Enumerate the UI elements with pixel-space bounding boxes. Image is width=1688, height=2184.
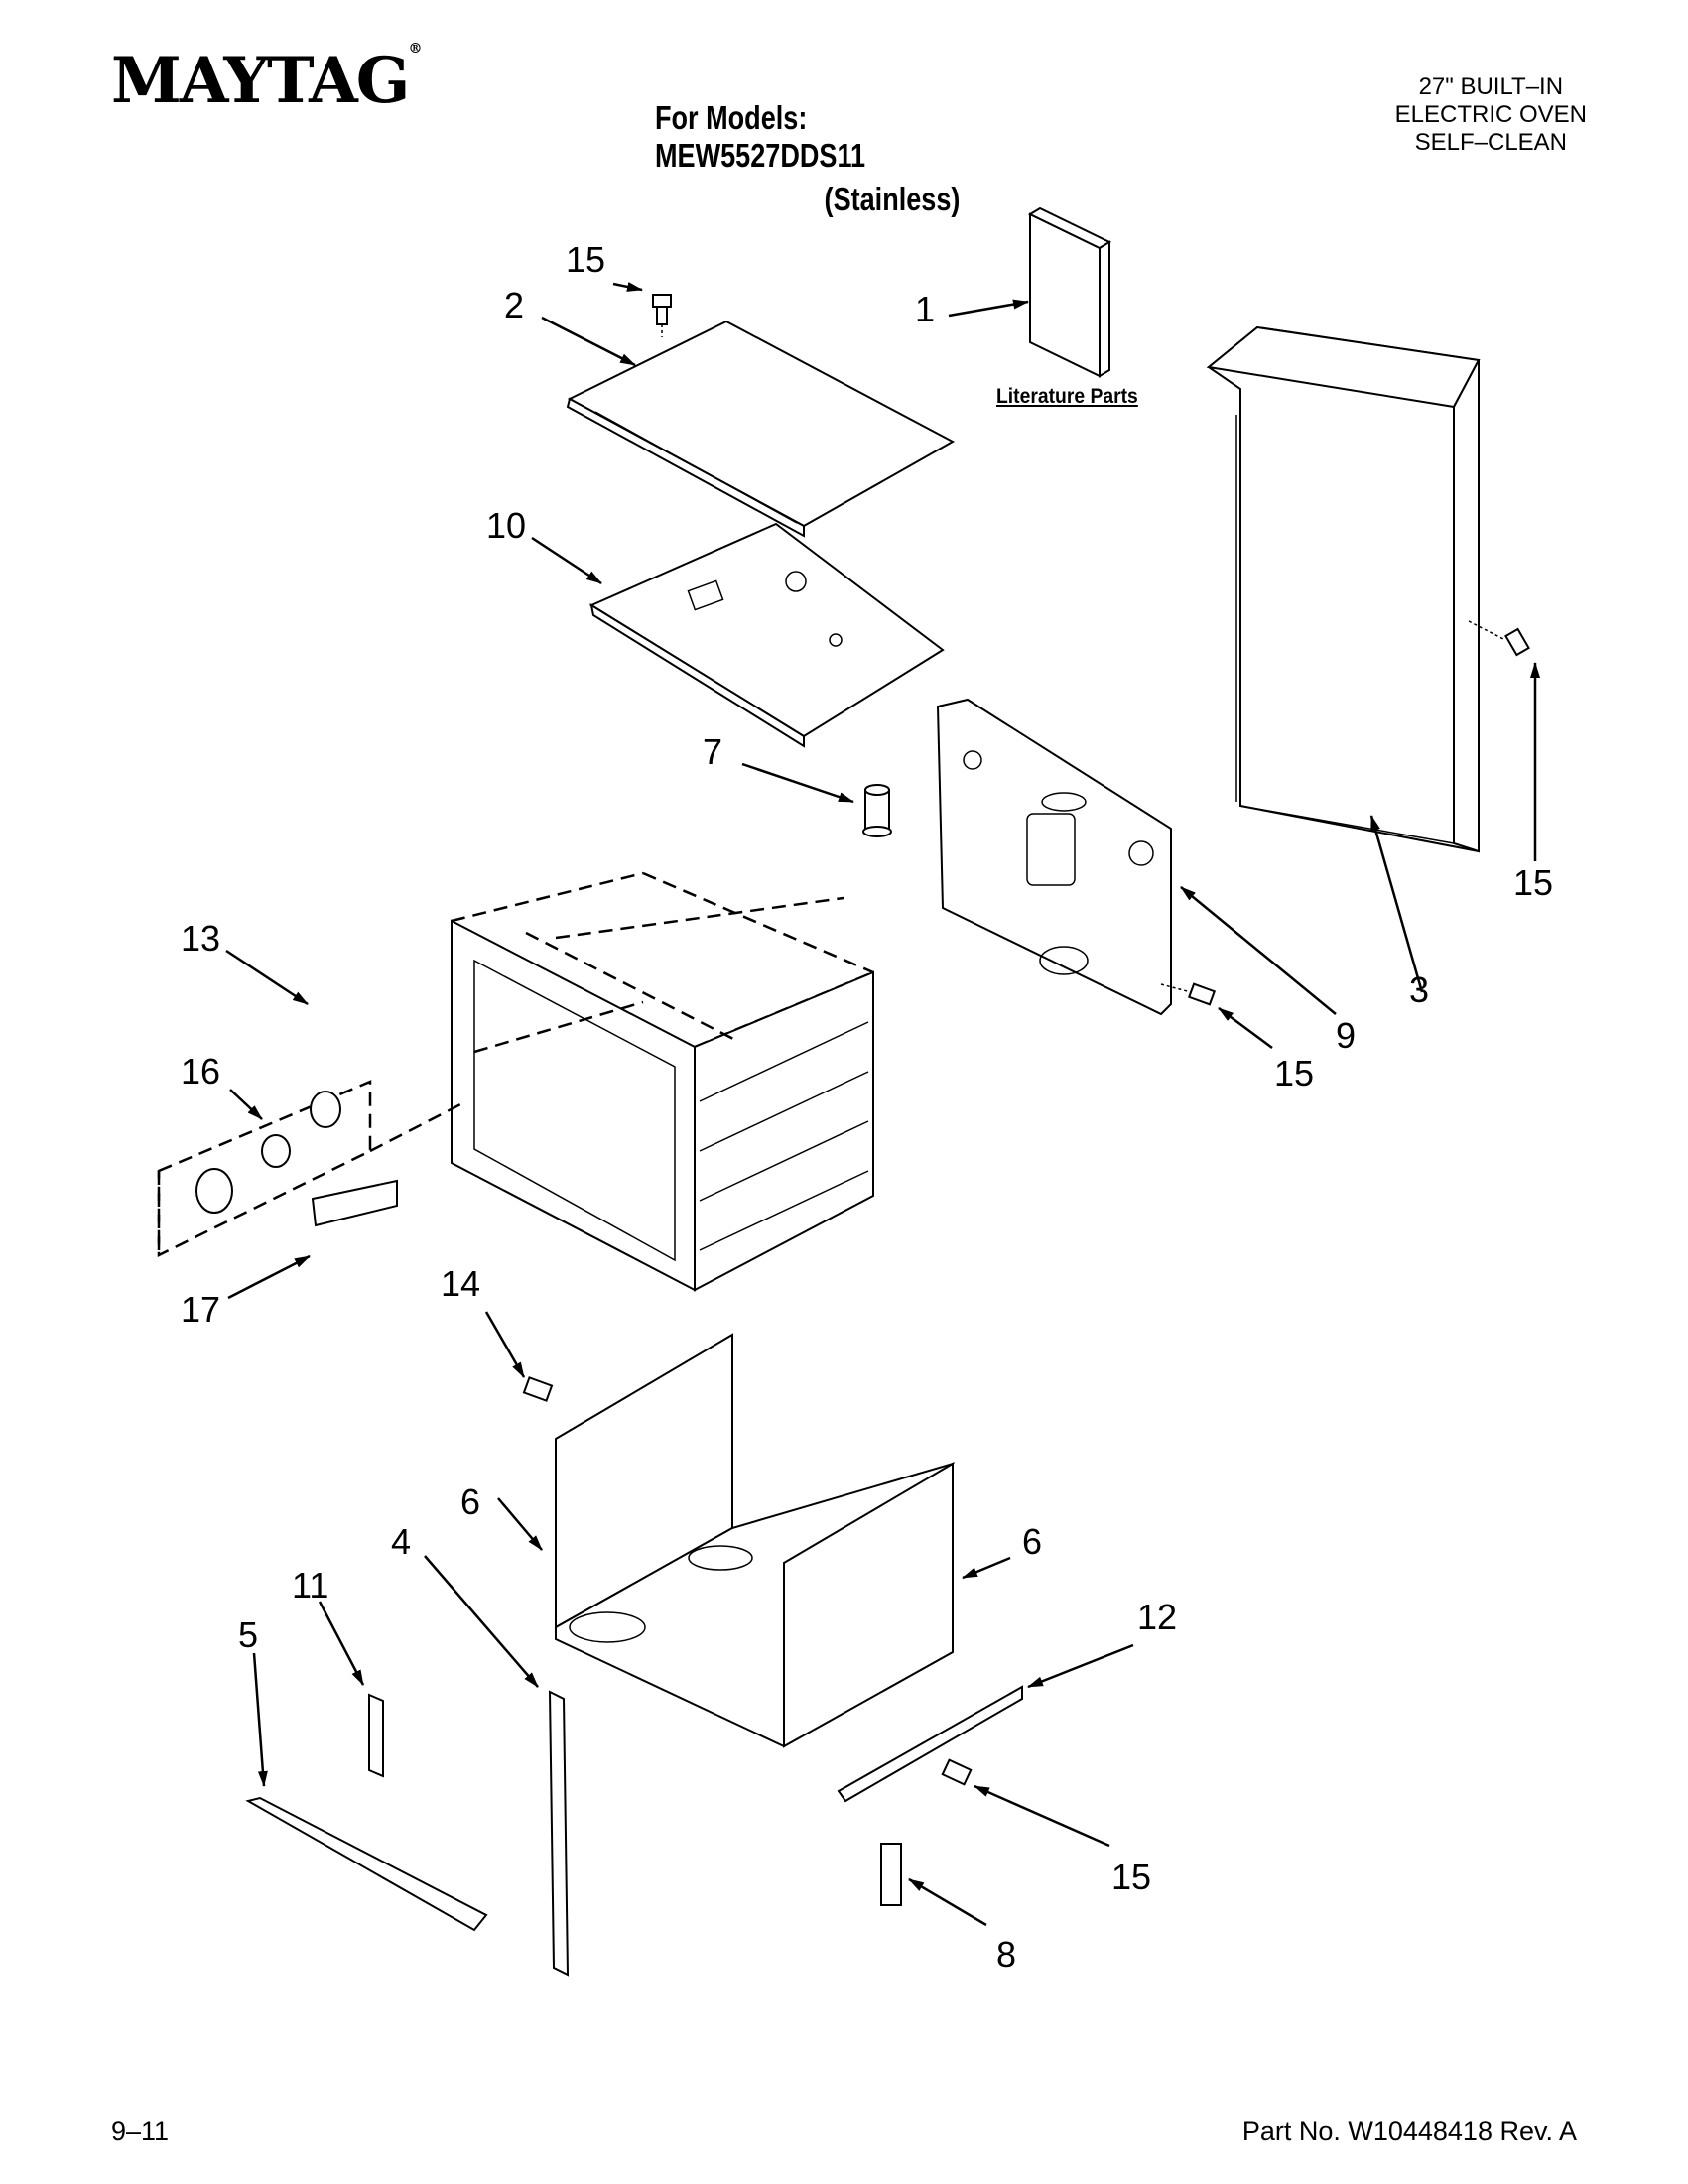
footer-date: 9–11 [111,2117,170,2146]
callout-6-right: 6 [1022,1521,1042,1562]
part-rear-wrapper [1206,325,1481,853]
part-control-group-box [157,1080,467,1258]
callout-4: 4 [391,1521,411,1562]
callout-17: 17 [181,1289,220,1330]
part-literature-book [1027,206,1112,378]
part-screw-mid [1160,982,1217,1006]
part-screw-bottom [941,1758,973,1786]
callout-15-mid: 15 [1274,1053,1314,1093]
models-finish: (Stainless) [824,181,961,217]
product-line-2: ELECTRIC OVEN [1394,101,1587,128]
part-screw-right [1468,620,1530,657]
callout-2: 2 [504,285,524,325]
part-bracket [880,1843,902,1906]
brand-logo: MAYTAG® [111,40,423,118]
product-description: 27" BUILT–IN ELECTRIC OVEN SELF–CLEAN [1395,73,1587,157]
callout-15-bottom: 15 [1111,1857,1151,1897]
part-trim-strip [837,1685,1023,1803]
part-oven-cavity [451,871,874,1292]
callout-12: 12 [1137,1597,1177,1637]
models-heading: For Models: MEW5527DDS11 (Stainless) [655,99,980,218]
models-line: For Models: MEW5527DDS11 [655,99,866,174]
callout-9: 9 [1336,1015,1356,1056]
part-insulation-board [588,522,945,748]
literature-parts-label: Literature Parts [996,385,1138,408]
part-strap [368,1693,384,1778]
part-bottom-rail [245,1796,488,1932]
callout-10: 10 [486,505,526,546]
callout-3: 3 [1409,969,1429,1010]
callout-7: 7 [703,731,722,772]
callout-16: 16 [181,1051,220,1092]
product-line-1: 27" BUILT–IN [1418,73,1564,100]
callout-8: 8 [996,1934,1016,1975]
leader-lines [225,282,1540,1927]
callout-13: 13 [181,918,220,959]
part-outer-wrapper [555,1333,956,1748]
callout-5: 5 [238,1614,258,1655]
part-vent-tube [862,784,892,837]
part-top-panel [566,320,956,538]
callout-15-top: 15 [566,239,605,280]
part-side-rail [548,1690,570,1977]
product-line-3: SELF–CLEAN [1414,129,1568,156]
part-screw-top [652,294,672,337]
part-rear-panel [936,698,1172,1016]
callout-1: 1 [915,289,935,329]
callout-11: 11 [292,1565,328,1606]
callout-15-right: 15 [1513,862,1553,903]
part-screw-14 [522,1376,554,1402]
footer-part-number: Part No. W10448418 Rev. A [1241,2117,1577,2146]
callout-14: 14 [441,1263,480,1304]
callout-labels: 15 2 1 10 7 3 15 9 15 13 16 17 14 6 6 4 … [181,239,1553,1975]
callout-6-left: 6 [460,1481,480,1522]
